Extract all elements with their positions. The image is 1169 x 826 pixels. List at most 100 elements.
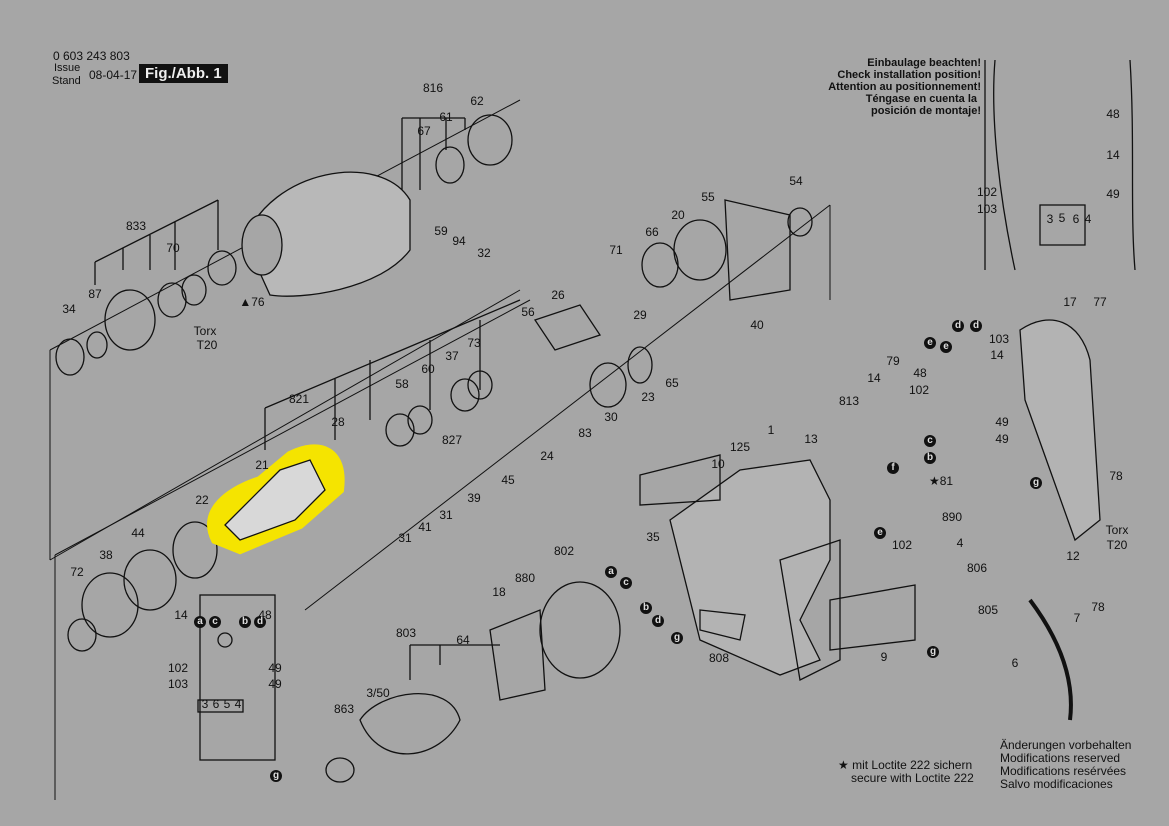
part-label: 14	[1106, 148, 1120, 162]
connector-letter-badge: c	[924, 435, 936, 447]
connector-letter-badge: a	[605, 566, 617, 578]
part-label: 94	[452, 234, 466, 248]
connector-letter-badge: b	[924, 452, 936, 464]
note-line: secure with Loctite 222	[851, 771, 974, 785]
part-label: 102	[908, 383, 930, 397]
part-label: 70	[166, 241, 180, 255]
part-label: 7	[1073, 611, 1081, 625]
part-label: 102	[976, 185, 998, 199]
part-label: 45	[501, 473, 515, 487]
part-label: 102	[167, 661, 189, 675]
part-label: 62	[470, 94, 484, 108]
part-label: 38	[99, 548, 113, 562]
part-label: 3	[1046, 212, 1054, 226]
part-label: 44	[131, 526, 145, 540]
part-label: 827	[441, 433, 463, 447]
part-label: 6	[1072, 212, 1080, 226]
part-label: 39	[467, 491, 481, 505]
part-label: 55	[701, 190, 715, 204]
part-label: 87	[88, 287, 102, 301]
connector-letter-badge: d	[952, 320, 964, 332]
issue-date: 08-04-17	[89, 68, 138, 82]
part-label: 65	[665, 376, 679, 390]
part-label: 78	[1109, 469, 1123, 483]
connector-letter-badge: d	[970, 320, 982, 332]
connector-letter-badge: e	[874, 527, 886, 539]
part-label: 67	[417, 124, 431, 138]
part-label: 72	[70, 565, 84, 579]
part-label: 28	[331, 415, 345, 429]
figure-title: Fig./Abb. 1	[139, 64, 228, 83]
note-line: Attention au positionnement!	[828, 81, 981, 93]
note-line: ★ mit Loctite 222 sichern	[838, 758, 973, 772]
part-label: 813	[838, 394, 860, 408]
connector-letter-badge: d	[652, 615, 664, 627]
part-label: 833	[125, 219, 147, 233]
part-label: 806	[966, 561, 988, 575]
part-label: 21	[255, 458, 269, 472]
part-label: 41	[418, 520, 432, 534]
part-label: 26	[551, 288, 565, 302]
part-label: 77	[1093, 295, 1107, 309]
part-label: 34	[62, 302, 76, 316]
part-label: 54	[789, 174, 803, 188]
part-label: 18	[492, 585, 506, 599]
part-label: 890	[941, 510, 963, 524]
part-label: 30	[604, 410, 618, 424]
part-label: Torx	[193, 324, 217, 338]
part-label: ★81	[928, 474, 954, 488]
note-line: Änderungen vorbehalten	[1000, 738, 1132, 752]
issue-label: Issue	[54, 62, 81, 74]
part-label: 13	[804, 432, 818, 446]
loctite-note: ★ mit Loctite 222 sichern secure with Lo…	[838, 759, 974, 785]
part-label: 125	[729, 440, 751, 454]
part-label: 4	[234, 697, 242, 711]
connector-letter-badge: e	[924, 337, 936, 349]
connector-letter-badge: g	[270, 770, 282, 782]
part-label: 49	[995, 415, 1009, 429]
part-label: 71	[609, 243, 623, 257]
stand-label: Stand	[52, 75, 81, 87]
part-label: 3/50	[366, 686, 390, 700]
part-label: 103	[167, 677, 189, 691]
part-label: 103	[988, 332, 1010, 346]
note-line: posición de montaje!	[870, 105, 981, 117]
part-label: 9	[880, 650, 888, 664]
part-label: 49	[1106, 187, 1120, 201]
part-label: T20	[196, 338, 218, 352]
part-label: 808	[708, 651, 730, 665]
part-label: 5	[223, 697, 231, 711]
connector-letter-badge: f	[887, 462, 899, 474]
part-label: 73	[467, 336, 481, 350]
part-label: T20	[1106, 538, 1128, 552]
part-label: 48	[1106, 107, 1120, 121]
connector-letter-badge: c	[620, 577, 632, 589]
part-label: 805	[977, 603, 999, 617]
part-label: 59	[434, 224, 448, 238]
part-label: 803	[395, 626, 417, 640]
part-label: 6	[212, 697, 220, 711]
note-line: Modifications reserved	[1000, 751, 1121, 765]
part-label: 103	[976, 202, 998, 216]
part-label: 40	[750, 318, 764, 332]
part-label: 863	[333, 702, 355, 716]
part-label: 49	[268, 677, 282, 691]
part-label: 32	[477, 246, 491, 260]
connector-letter-badge: e	[940, 341, 952, 353]
part-label: 49	[268, 661, 282, 675]
connector-letter-badge: b	[239, 616, 251, 628]
part-label: Torx	[1105, 523, 1129, 537]
part-label: 802	[553, 544, 575, 558]
part-label: 66	[645, 225, 659, 239]
part-label: ▲76	[239, 295, 265, 309]
part-label: 31	[398, 531, 412, 545]
connector-letter-badge: c	[209, 616, 221, 628]
connector-letter-badge: g	[1030, 477, 1042, 489]
part-label: 35	[646, 530, 660, 544]
part-label: 56	[521, 305, 535, 319]
connector-letter-badge: b	[640, 602, 652, 614]
part-label: 14	[174, 608, 188, 622]
part-label: 4	[956, 536, 964, 550]
part-label: 4	[1084, 212, 1092, 226]
